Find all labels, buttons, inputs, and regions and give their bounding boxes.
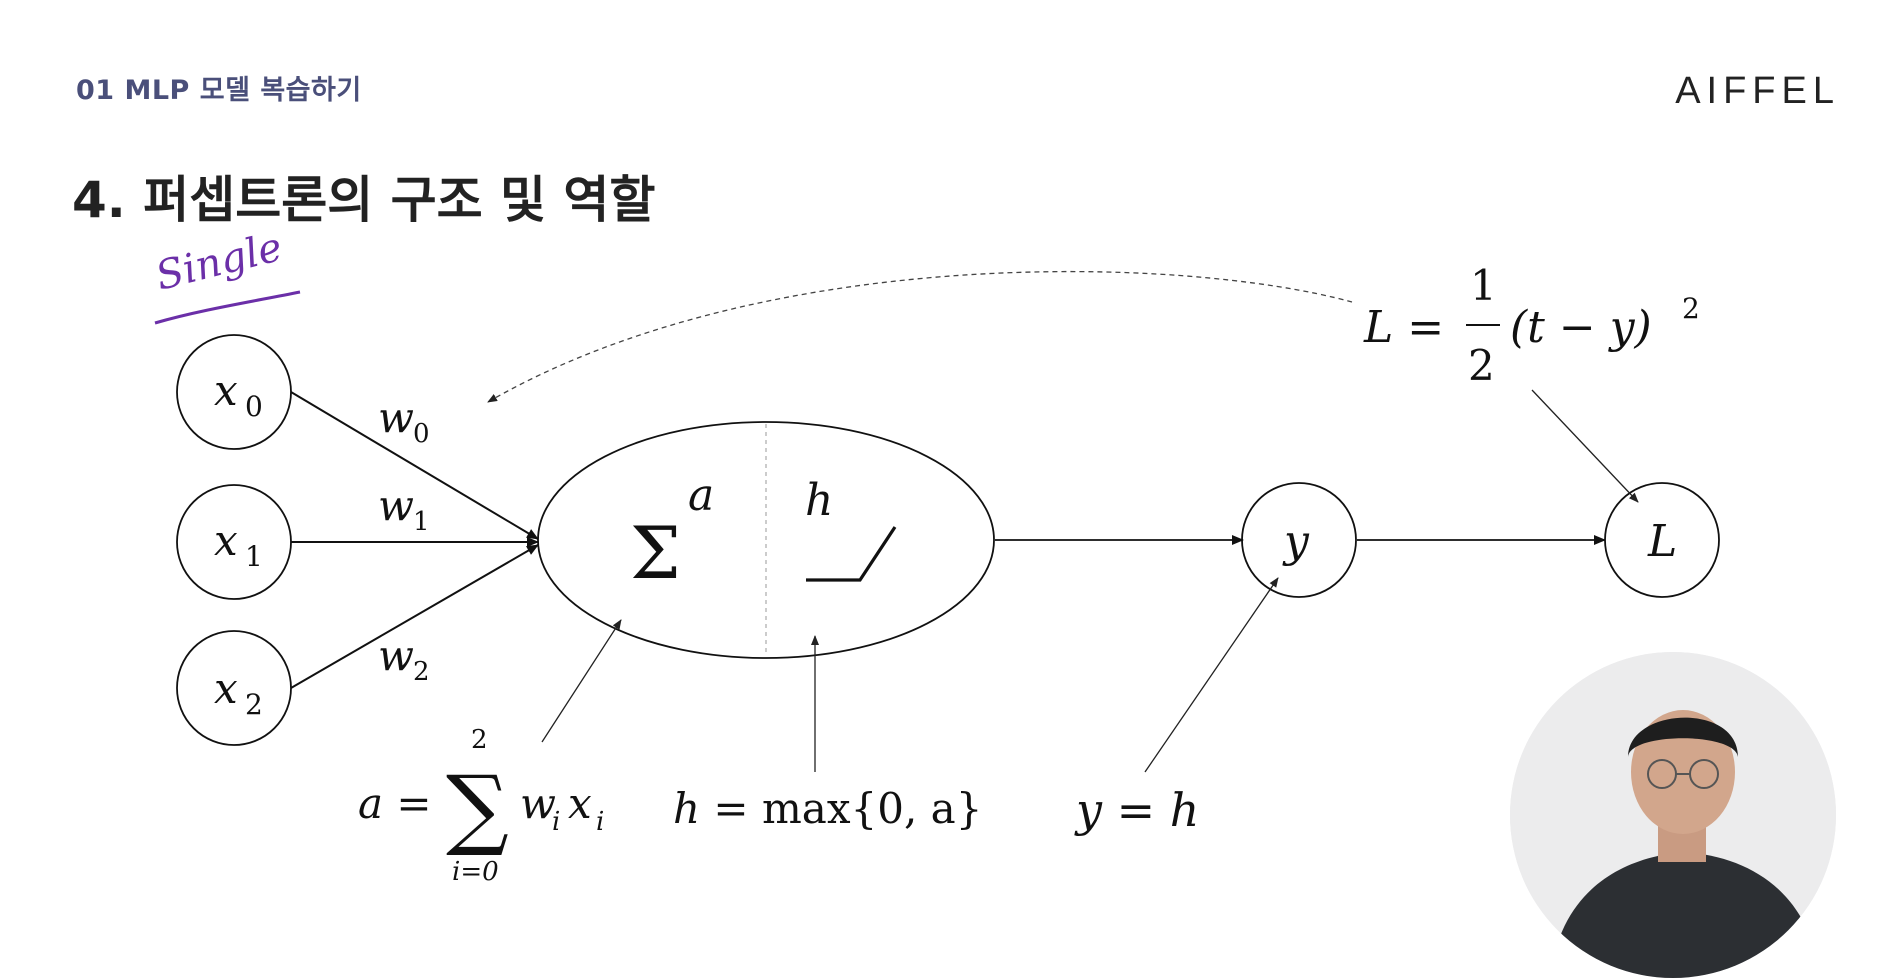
svg-text:i=0: i=0 — [452, 857, 499, 887]
neuron-unit: Σ a h — [537, 421, 995, 659]
pointer-output-formula — [1144, 577, 1279, 773]
sum-formula: a = 2 ∑ i=0 w i x i — [358, 725, 604, 887]
edge-w2 — [290, 544, 539, 689]
relu-glyph — [806, 526, 897, 582]
svg-text:w: w — [520, 779, 556, 828]
handwriting-underline — [154, 290, 301, 325]
svg-text:2: 2 — [1682, 292, 1700, 325]
activation-label: h — [805, 475, 833, 526]
output-formula: y = h — [1074, 783, 1199, 837]
loss-node: L — [1604, 482, 1720, 598]
handwriting-text: Single — [151, 224, 286, 300]
presenter-avatar — [1510, 652, 1836, 978]
svg-text:i: i — [552, 807, 560, 837]
svg-text:x: x — [568, 779, 592, 828]
svg-text:w: w — [378, 631, 414, 680]
svg-text:h = max{0, a}: h = max{0, a} — [673, 784, 982, 833]
input-var: x — [214, 664, 238, 713]
svg-text:w: w — [378, 393, 414, 442]
svg-text:i: i — [596, 807, 604, 837]
svg-text:y: y — [1282, 516, 1310, 567]
input-node-1: x 1 — [176, 484, 292, 600]
input-var: x — [214, 516, 238, 565]
weight-label-1: w 1 — [378, 481, 430, 537]
input-sub: 2 — [245, 688, 263, 721]
input-var: x — [214, 366, 238, 415]
svg-text:2: 2 — [413, 657, 430, 687]
svg-text:a =: a = — [358, 779, 432, 828]
svg-text:1: 1 — [413, 507, 430, 537]
presenter-video — [1510, 652, 1836, 978]
svg-text:2: 2 — [471, 725, 488, 755]
svg-text:w: w — [378, 481, 414, 530]
input-node-0: x 0 — [176, 334, 292, 450]
weight-label-2: w 2 — [378, 631, 430, 687]
pointer-sum-formula — [541, 619, 622, 743]
svg-text:L: L — [1647, 516, 1677, 567]
summation-symbol: ∑ — [446, 756, 509, 859]
slide-title: 4. 퍼셉트론의 구조 및 역할 — [72, 171, 656, 229]
input-sub: 1 — [245, 540, 263, 573]
svg-text:2: 2 — [1468, 341, 1495, 390]
input-node-2: x 2 — [176, 630, 292, 746]
handwritten-annotation: Single — [151, 224, 301, 325]
edge-w0 — [290, 391, 539, 540]
svg-text:y = h: y = h — [1074, 783, 1199, 837]
svg-text:L =: L = — [1363, 302, 1444, 353]
backprop-dashed-curve — [487, 270, 1353, 403]
sum-symbol: Σ — [630, 511, 681, 595]
svg-text:1: 1 — [1470, 261, 1497, 310]
activation-formula: h = max{0, a} — [673, 784, 982, 833]
section-label: 01 MLP 모델 복습하기 — [76, 75, 362, 106]
weight-label-0: w 0 — [378, 393, 430, 449]
output-node-y: y — [1241, 482, 1357, 598]
svg-text:0: 0 — [413, 419, 430, 449]
sum-output-label: a — [688, 470, 714, 521]
pointer-loss-formula — [1531, 389, 1639, 503]
brand-logo: AIFFEL — [1675, 70, 1840, 112]
input-sub: 0 — [245, 390, 263, 423]
loss-formula: L = 1 2 (t − y) 2 — [1363, 261, 1700, 390]
svg-text:(t − y): (t − y) — [1510, 302, 1652, 353]
